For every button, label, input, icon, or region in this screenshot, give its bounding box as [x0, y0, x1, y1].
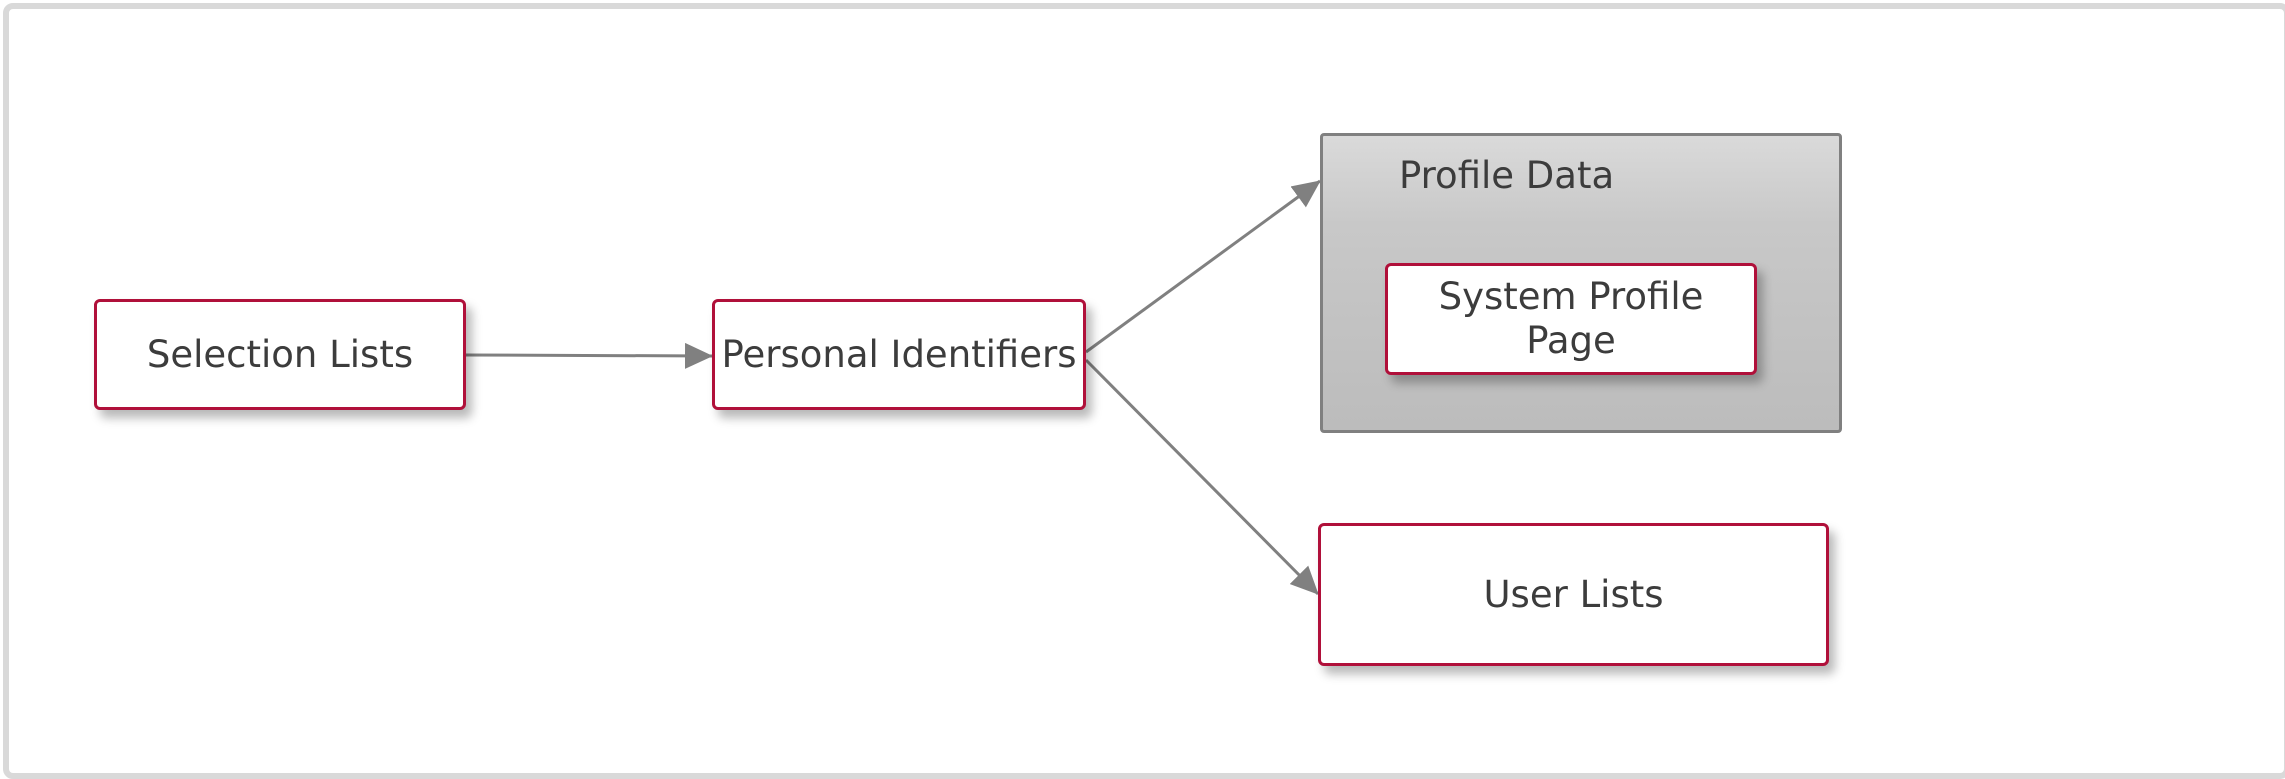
edge-personal-to-user-lists: [1084, 358, 1320, 596]
node-user-lists-label: User Lists: [1483, 572, 1664, 616]
node-system-profile-page-label: System Profile Page: [1438, 275, 1704, 362]
edge-selection-to-personal: [465, 342, 713, 369]
edge-personal-to-profile-data: [1085, 179, 1321, 354]
node-system-profile-page[interactable]: System Profile Page: [1385, 263, 1757, 375]
node-personal-identifiers[interactable]: Personal Identifiers: [712, 299, 1086, 410]
group-profile-data-title: Profile Data: [1399, 154, 1615, 197]
node-user-lists[interactable]: User Lists: [1318, 523, 1829, 666]
node-selection-lists[interactable]: Selection Lists: [94, 299, 466, 410]
node-selection-lists-label: Selection Lists: [146, 332, 414, 376]
node-personal-identifiers-label: Personal Identifiers: [721, 332, 1077, 376]
